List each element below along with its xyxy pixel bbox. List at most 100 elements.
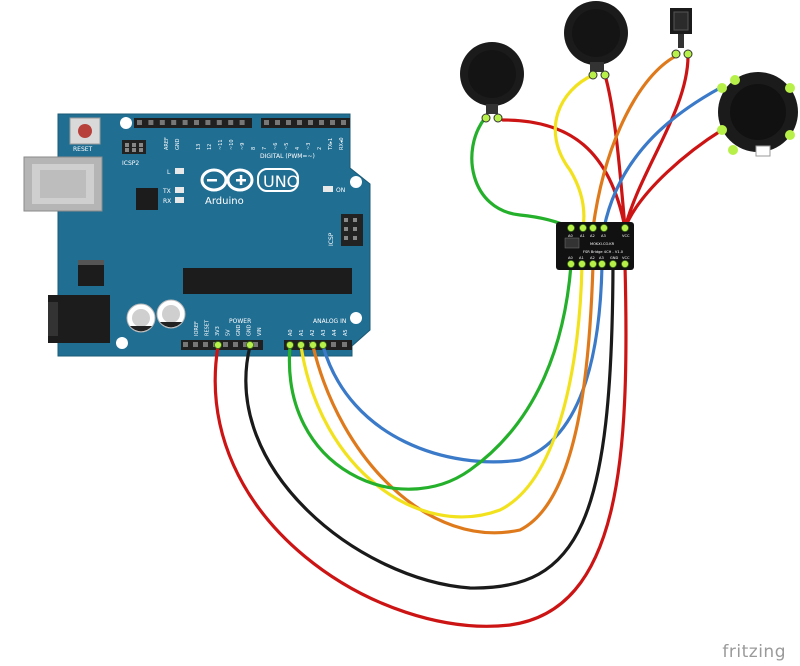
bridge-top-pin xyxy=(589,223,598,232)
header-pin xyxy=(243,342,248,347)
header-pin xyxy=(331,342,336,347)
bridge-bottom-pin-label: VCC xyxy=(622,256,630,260)
bridge-bottom-pin xyxy=(589,259,598,268)
digital-pin-label: TX▸1 xyxy=(328,138,334,151)
wire-orange-a2 xyxy=(311,263,595,535)
bridge-top-pin xyxy=(621,223,630,232)
usb-connector xyxy=(23,156,103,212)
bridge-top-pin-label: VCC xyxy=(622,234,630,238)
digital-pin-label: ~9 xyxy=(240,143,246,150)
tx-led-label: TX xyxy=(162,188,171,195)
header-pin xyxy=(205,120,211,125)
header-pin xyxy=(182,120,188,125)
capacitor-right xyxy=(156,299,186,329)
usb-chip xyxy=(136,188,158,210)
voltage-regulator xyxy=(78,260,104,286)
icsp-label: ICSP xyxy=(328,232,335,246)
wire-blue-a3 xyxy=(321,263,604,464)
header-pin xyxy=(308,120,313,125)
analog-pin-label: A5 xyxy=(343,329,349,336)
icsp-header: ICSP xyxy=(328,214,363,246)
mounting-hole xyxy=(350,176,362,188)
header-pin xyxy=(194,120,199,125)
bridge-bottom-pin-label: A3 xyxy=(599,256,604,260)
force-sensor-3 xyxy=(670,8,693,59)
wire-orange-sensor3 xyxy=(591,54,678,230)
header-pin xyxy=(330,120,335,125)
header-pin xyxy=(342,342,347,347)
bridge-bottom-pin xyxy=(621,259,630,268)
mounting-hole xyxy=(350,312,362,324)
bridge-bottom-pin xyxy=(567,259,576,268)
arduino-wired-pin-highlights xyxy=(214,341,327,349)
bridge-label-sub: FSR Bridge 4CH - V1.0 xyxy=(583,250,624,254)
power-pin-label: RESET xyxy=(205,319,211,336)
power-pin-label: 3V3 xyxy=(215,326,221,336)
icsp2-header: ICSP2 xyxy=(122,140,146,167)
analog-pin-label: A2 xyxy=(310,329,316,336)
digital-pin-label: 8 xyxy=(251,147,257,150)
digital-pin-label: 13 xyxy=(196,144,202,150)
header-pin xyxy=(183,342,188,347)
header-pin xyxy=(286,120,291,125)
bridge-top-pin-label: A1 xyxy=(580,234,585,238)
bridge-top-pin xyxy=(579,223,588,232)
arduino-logo: UNO Arduino xyxy=(200,168,299,207)
uno-badge xyxy=(257,168,299,192)
digital-pin-label: 2 xyxy=(317,147,323,150)
wire-red-sensor3 xyxy=(623,54,690,230)
wire-red-sensor2 xyxy=(603,73,627,230)
header-pin xyxy=(297,120,302,125)
reset-button: RESET xyxy=(69,117,101,153)
bridge-top-pin xyxy=(600,223,609,232)
analog-pin-label: A0 xyxy=(288,329,294,336)
header-pin xyxy=(216,120,222,125)
arduino-uno-board: RESET ICSP2 L TX RX ON UNO Arduino xyxy=(23,113,371,357)
digital-pin-label: 12 xyxy=(207,144,213,150)
bridge-bottom-pin xyxy=(609,259,618,268)
wire-yellow-sensor2 xyxy=(553,73,595,230)
wire-blue-sensor4 xyxy=(602,86,722,230)
digital-pin-label: 4 xyxy=(295,147,301,150)
digital-pin-label: ~6 xyxy=(273,143,279,150)
power-label: POWER xyxy=(229,318,251,325)
header-pin xyxy=(253,342,258,347)
bridge-top-pin-label: A2 xyxy=(590,234,595,238)
bridge-bottom-pin xyxy=(598,259,607,268)
header-pin xyxy=(137,120,142,125)
bridge-bottom-pin xyxy=(578,259,587,268)
atmega-chip xyxy=(183,268,352,294)
bridge-bottom-pin-label: GND xyxy=(610,256,618,260)
bridge-top-pin xyxy=(567,223,576,232)
capacitor-left xyxy=(126,303,156,333)
header-pin xyxy=(171,120,177,125)
power-pin-label: GND xyxy=(247,324,253,336)
force-sensor-2 xyxy=(564,1,628,80)
power-pin-label: IOREF xyxy=(194,321,200,336)
bridge-header xyxy=(564,237,580,249)
digital-pin-label: RX◂0 xyxy=(339,137,345,150)
fritzing-watermark: fritzing xyxy=(722,642,786,662)
icsp2-label: ICSP2 xyxy=(122,160,139,167)
bridge-bottom-pin-label: A2 xyxy=(590,256,595,260)
header-pin xyxy=(148,120,154,125)
header-pin xyxy=(223,342,228,347)
digital-pin-label: ~11 xyxy=(218,139,224,150)
analog-label: ANALOG IN xyxy=(313,318,346,325)
header-pin xyxy=(319,120,324,125)
force-sensor-4 xyxy=(717,72,798,157)
wire-green-a0 xyxy=(287,263,573,491)
digital-header-left xyxy=(134,118,252,128)
wire-red-sensor1 xyxy=(501,118,627,230)
mounting-hole xyxy=(116,337,128,349)
header-pin xyxy=(193,342,198,347)
power-pin-label: 5V xyxy=(226,329,232,336)
l-led-label: L xyxy=(167,169,171,176)
bridge-top-pin-label: A0 xyxy=(568,234,573,238)
tx-led xyxy=(175,187,184,193)
header-pin xyxy=(159,120,165,125)
uno-label: UNO xyxy=(263,172,299,191)
header-pin xyxy=(233,342,238,347)
wire-black-gnd xyxy=(244,263,615,590)
